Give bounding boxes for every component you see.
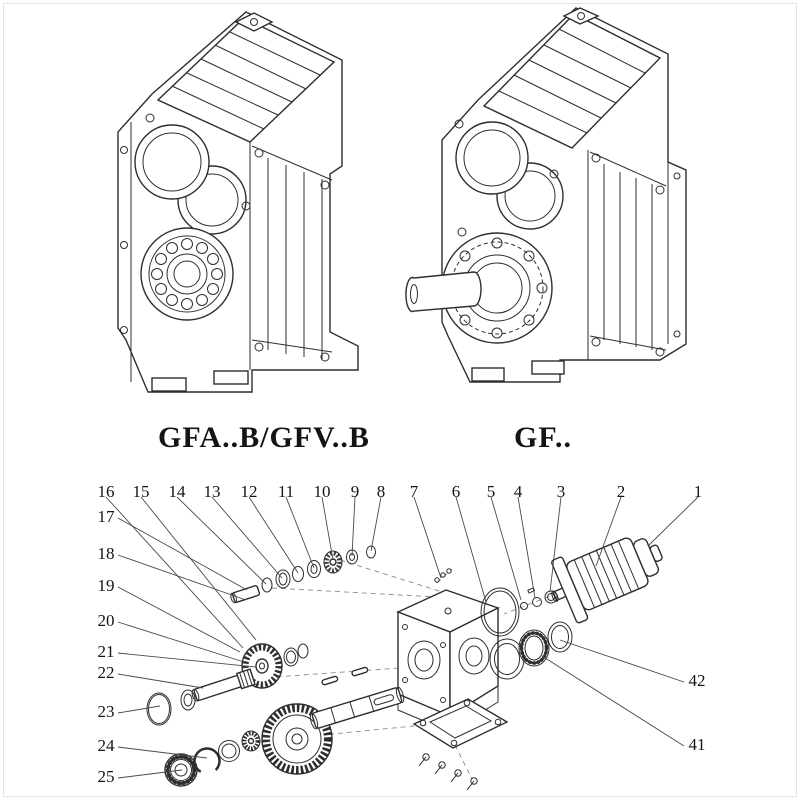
pinion-shaft-part — [180, 668, 256, 711]
part-number-22: 22 — [98, 663, 115, 682]
input-small-parts — [520, 587, 558, 610]
part-number-41: 41 — [689, 735, 706, 754]
upper-parts-cluster — [230, 545, 376, 604]
left-unit-side-ribs — [249, 142, 333, 370]
model-label-left: GFA..B/GFV..B — [158, 421, 370, 454]
motor-part — [551, 537, 663, 624]
part-number-4: 4 — [514, 482, 523, 501]
part-number-14: 14 — [169, 482, 187, 501]
part-number-6: 6 — [452, 482, 461, 501]
part-number-1: 1 — [694, 482, 703, 501]
output-shaft-part — [309, 666, 405, 730]
part-number-21: 21 — [98, 642, 115, 661]
cover-plate-part — [412, 698, 509, 791]
left-unit-foot — [151, 377, 187, 392]
part-number-42: 42 — [689, 671, 706, 690]
part-number-19: 19 — [98, 576, 115, 595]
left-unit-foot — [213, 370, 249, 385]
bottom-bearing-cluster — [164, 730, 261, 787]
part-number-10: 10 — [314, 482, 331, 501]
part-number-3: 3 — [557, 482, 566, 501]
part-numbers-left-column: 17 18 19 20 21 22 23 24 25 — [98, 507, 116, 786]
part-number-15: 15 — [133, 482, 150, 501]
bolt-set — [418, 753, 478, 791]
right-unit-foot — [471, 367, 505, 382]
part-number-20: 20 — [98, 611, 115, 630]
lifting-lug — [234, 12, 274, 32]
part-numbers-right-column: 42 41 — [689, 671, 706, 754]
lifting-lug — [562, 7, 600, 25]
right-unit-bores — [454, 119, 564, 237]
part-number-23: 23 — [98, 702, 115, 721]
model-label-right: GF.. — [514, 421, 572, 454]
leader-lines — [105, 496, 699, 779]
part-number-5: 5 — [487, 482, 496, 501]
right-unit-output-flange — [405, 232, 553, 344]
left-unit-bores — [134, 113, 251, 235]
left-unit-bearing — [140, 227, 234, 321]
housing-part — [396, 568, 500, 733]
gearbox-right-drawing — [405, 7, 687, 383]
part-numbers-top-row: 16 15 14 13 12 11 10 9 8 7 6 5 4 3 2 1 — [98, 482, 703, 501]
gearbox-left-drawing — [117, 11, 359, 393]
part-number-24: 24 — [98, 736, 116, 755]
right-unit-side-ribs — [587, 150, 681, 360]
part-number-25: 25 — [98, 767, 115, 786]
part-number-2: 2 — [617, 482, 626, 501]
gasket-ring-part — [480, 587, 520, 637]
part-number-16: 16 — [98, 482, 115, 501]
right-unit-foot — [531, 360, 565, 375]
part-number-13: 13 — [204, 482, 221, 501]
exploded-diagram: 16 15 14 13 12 11 10 9 8 7 6 5 4 3 2 1 1… — [98, 482, 706, 791]
output-shaft — [405, 271, 482, 313]
seal-ring-stack — [489, 621, 573, 680]
part-number-7: 7 — [410, 482, 419, 501]
part-number-17: 17 — [98, 507, 116, 526]
part-number-12: 12 — [241, 482, 258, 501]
part-number-9: 9 — [351, 482, 360, 501]
part-number-11: 11 — [278, 482, 294, 501]
retaining-ring-part — [146, 692, 172, 726]
part-number-18: 18 — [98, 544, 115, 563]
part-number-8: 8 — [377, 482, 386, 501]
